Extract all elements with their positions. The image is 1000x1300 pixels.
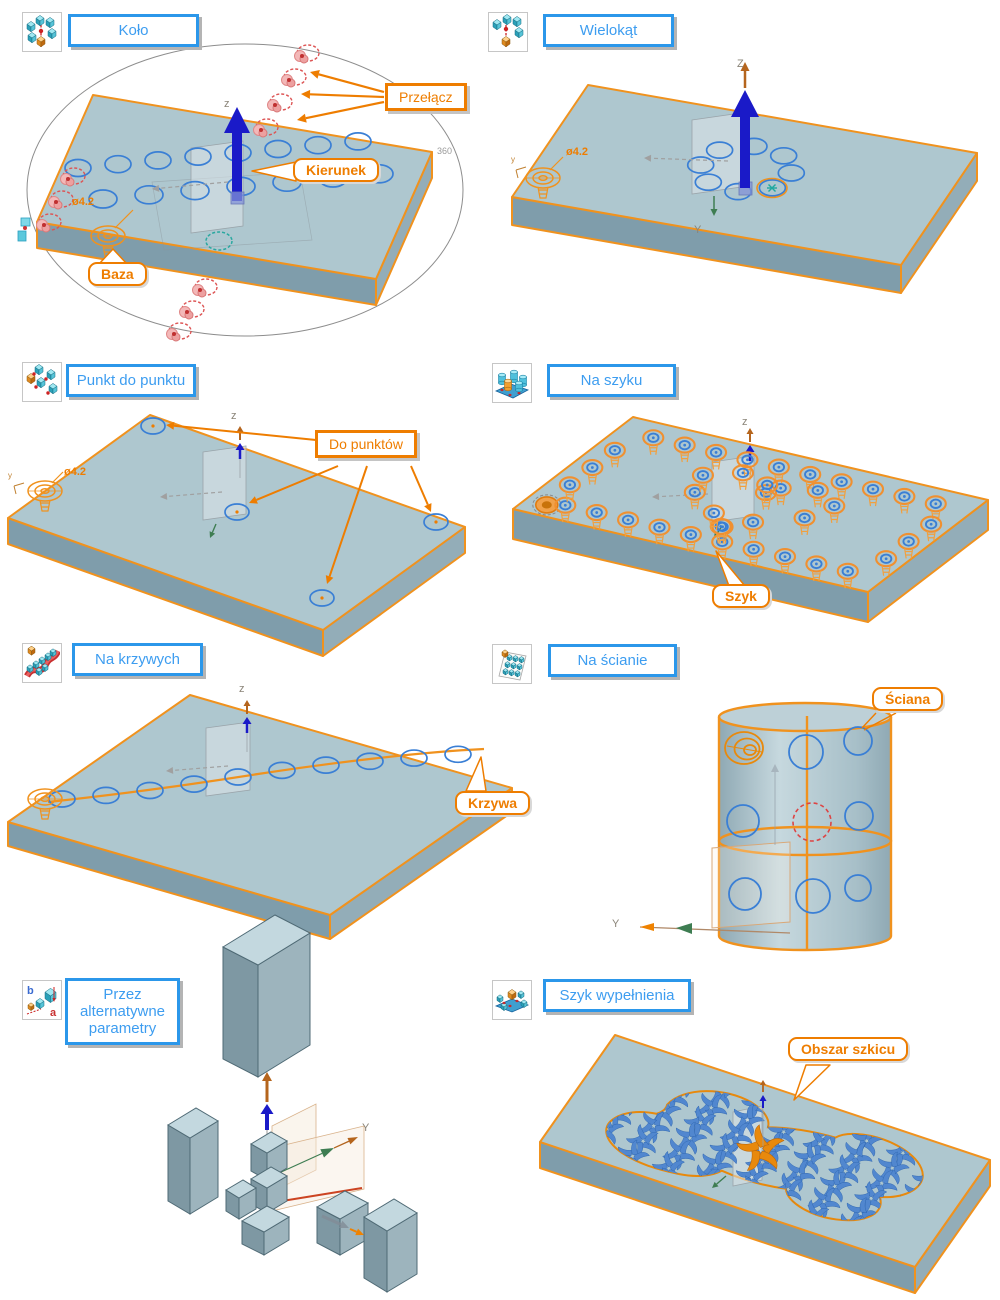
callout-przelacz: Przełącz: [385, 83, 467, 111]
on-pattern-icon: [492, 363, 532, 403]
svg-text:b: b: [27, 985, 34, 997]
callout-krzywa: Krzywa: [455, 791, 531, 815]
polygon-pattern-icon: [488, 12, 528, 52]
point-to-point-pattern-icon: [22, 362, 62, 402]
axis-label-y: Y: [612, 918, 620, 930]
axis-label-z: Z: [737, 58, 744, 70]
on-face-pattern-icon: [492, 644, 532, 684]
panel-title-na-scianie: Na ścianie: [548, 644, 677, 677]
axis-label-y: y: [511, 155, 515, 164]
dim-hole-diameter: ø4.2: [566, 146, 589, 158]
dim-hole-diameter: ø4.2: [72, 196, 95, 208]
axis-label-y: y: [8, 471, 12, 480]
axis-label-z: z: [231, 410, 237, 422]
callout-baza: Baza: [88, 262, 147, 286]
callout-szyk: Szyk: [712, 584, 770, 608]
callout-kierunek: Kierunek: [293, 158, 379, 182]
axis-label-z: z: [239, 683, 245, 695]
callout-obszar-szkicu: Obszar szkicu: [788, 1037, 909, 1061]
callout-sciana: Ściana: [872, 687, 944, 711]
panel-title-przez-alternatywne-parametry: Przez alternatywne parametry: [65, 978, 180, 1045]
axis-label-z: z: [224, 98, 230, 110]
svg-text:a: a: [50, 1007, 57, 1018]
circular-pattern-icon: [22, 12, 62, 52]
dim-hole-diameter: ø4.2: [64, 466, 87, 478]
on-curves-pattern-icon: [22, 643, 62, 683]
panel-title-szyk-wypelnienia: Szyk wypełnienia: [543, 979, 691, 1012]
panel-title-wielokat: Wielokąt: [543, 14, 674, 47]
panel-title-na-szyku: Na szyku: [547, 364, 676, 397]
fill-pattern-icon: [492, 980, 532, 1020]
callout-do-punktow: Do punktów: [315, 430, 417, 458]
panel-title-punkt-do-punktu: Punkt do punktu: [66, 364, 196, 397]
panel-title-kolo: Koło: [68, 14, 199, 47]
axis-label-z: z: [742, 416, 748, 428]
panel-title-na-krzywych: Na krzywych: [72, 643, 203, 676]
dim-pattern-angle: 360: [437, 146, 453, 156]
axis-label-y: Y: [694, 224, 702, 236]
axis-label-y: Y: [362, 1122, 370, 1134]
